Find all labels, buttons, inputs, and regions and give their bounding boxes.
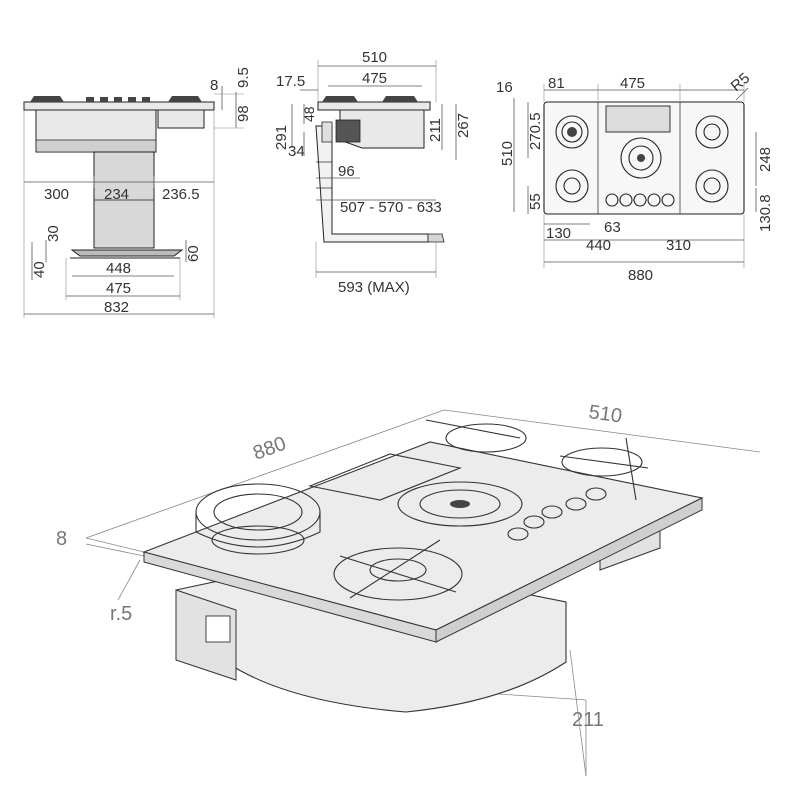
iso-view: 510 880 8 r.5 211 — [56, 401, 761, 777]
front-knob — [114, 97, 122, 102]
side-dim-max: 593 (MAX) — [338, 279, 410, 296]
top-dim-475: 475 — [620, 75, 645, 92]
front-glass-top — [23, 101, 215, 111]
front-dim-234: 234 — [104, 186, 129, 203]
front-dim-448: 448 — [106, 260, 131, 277]
top-dim-16: 16 — [496, 79, 513, 96]
top-burner-front-right — [695, 169, 729, 203]
front-dim-475: 475 — [106, 280, 131, 297]
front-dim-60: 60 — [185, 245, 202, 262]
side-fan — [335, 119, 361, 143]
top-burner-wok — [555, 115, 589, 149]
front-knob — [142, 97, 150, 102]
iso-knob — [565, 497, 587, 511]
front-base — [70, 249, 184, 257]
side-dim-475: 475 — [362, 70, 387, 87]
iso-dim-8: 8 — [56, 528, 67, 550]
side-dim-267: 267 — [455, 113, 472, 138]
top-burner-center — [620, 137, 662, 179]
iso-knob — [507, 527, 529, 541]
front-dim-300: 300 — [44, 186, 69, 203]
front-burner-right — [168, 96, 202, 102]
top-dim-55: 55 — [527, 193, 544, 210]
top-display — [605, 105, 671, 133]
side-dim-510: 510 — [362, 49, 387, 66]
front-dim-236-5: 236.5 — [162, 186, 200, 203]
top-dim-440: 440 — [586, 237, 611, 254]
iso-dim-880: 880 — [250, 433, 289, 465]
side-dim-48: 48 — [301, 106, 317, 122]
iso-dim-211: 211 — [572, 709, 604, 731]
iso-knob — [541, 505, 563, 519]
front-knob — [86, 97, 94, 102]
side-glass-top — [317, 101, 431, 111]
side-dim-range: 507 - 570 - 633 — [340, 199, 442, 216]
iso-knob — [523, 515, 545, 529]
iso-display-panel — [308, 453, 462, 501]
front-dim-832: 832 — [104, 299, 129, 316]
iso-burner-right — [561, 447, 643, 477]
top-burner-rear-right — [695, 115, 729, 149]
front-dim-30: 30 — [45, 225, 62, 242]
front-tub-lower — [35, 139, 157, 153]
top-burner-front-left — [555, 169, 589, 203]
top-dim-510: 510 — [499, 141, 516, 166]
front-dim-40: 40 — [31, 261, 48, 278]
front-knob — [100, 97, 108, 102]
top-knob — [647, 193, 661, 207]
side-dim-96: 96 — [338, 163, 355, 180]
iso-burner-front — [333, 547, 463, 601]
iso-dim-r5: r.5 — [110, 603, 132, 625]
side-view: 510 475 17.5 48 291 211 267 34 96 507 - … — [273, 49, 472, 296]
front-dim-9-5: 9.5 — [235, 67, 252, 88]
iso-knob — [585, 487, 607, 501]
top-view: 16 81 475 R5 270.5 510 248 55 130.8 130 … — [496, 70, 774, 284]
top-dim-r5: R5 — [728, 70, 754, 95]
top-knob — [605, 193, 619, 207]
top-dim-81: 81 — [548, 75, 565, 92]
side-dim-17-5: 17.5 — [276, 73, 305, 90]
side-dim-34: 34 — [288, 143, 305, 160]
front-dim-8: 8 — [210, 77, 218, 94]
front-side-box — [157, 109, 205, 129]
front-dim-98: 98 — [235, 105, 252, 122]
front-view: 8 9.5 98 300 234 236.5 30 40 60 448 475 … — [23, 67, 252, 318]
top-knob — [619, 193, 633, 207]
top-dim-880: 880 — [628, 267, 653, 284]
top-dim-130: 130 — [546, 225, 571, 242]
iso-burner-center — [397, 481, 523, 527]
top-dim-130-8: 130.8 — [757, 194, 774, 232]
iso-dim-510: 510 — [587, 401, 623, 427]
side-dim-211: 211 — [427, 118, 444, 142]
top-dim-63: 63 — [604, 219, 621, 236]
front-knob — [128, 97, 136, 102]
iso-burner-rear — [445, 423, 527, 453]
top-knob — [633, 193, 647, 207]
top-dim-270-5: 270.5 — [527, 112, 544, 150]
side-dim-291: 291 — [273, 125, 290, 150]
top-dim-310: 310 — [666, 237, 691, 254]
top-dim-248: 248 — [757, 147, 774, 172]
front-burner-left — [30, 96, 64, 102]
top-knob — [661, 193, 675, 207]
